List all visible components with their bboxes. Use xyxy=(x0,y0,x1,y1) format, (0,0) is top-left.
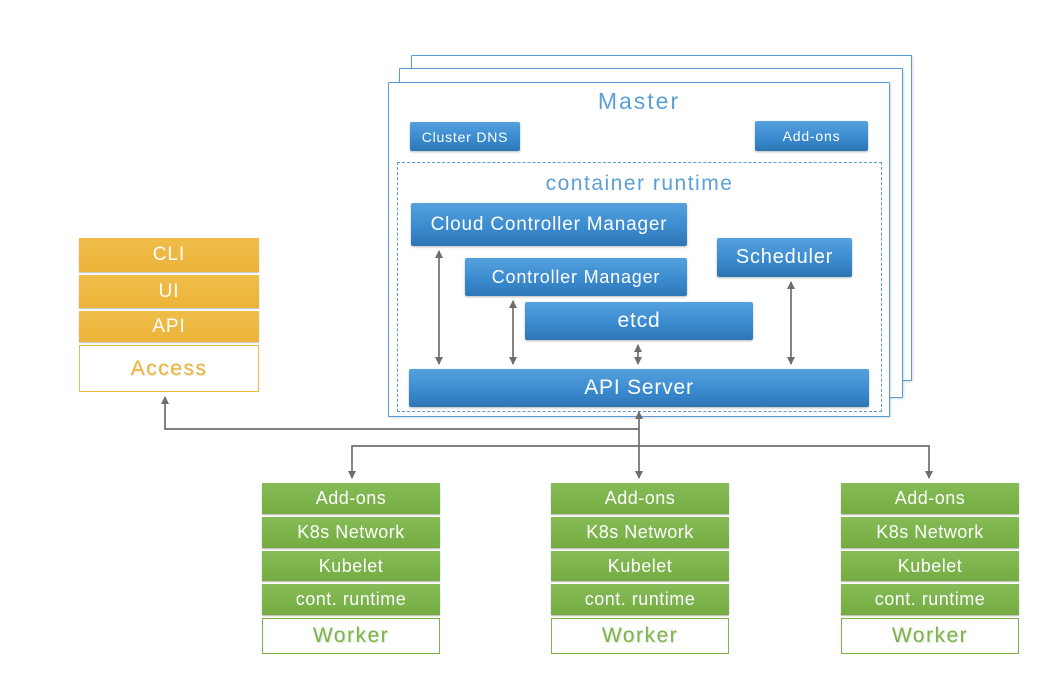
cloud-controller-manager-label: Cloud Controller Manager xyxy=(430,213,668,235)
api-server-label: API Server xyxy=(584,376,694,399)
worker1-kubelet-node: Kubelet xyxy=(262,551,440,581)
cluster-dns-node: Cluster DNS xyxy=(410,122,520,151)
worker2-addons-node: Add-ons xyxy=(551,483,729,514)
scheduler-label: Scheduler xyxy=(735,246,834,268)
controller-manager-label: Controller Manager xyxy=(491,266,661,287)
etcd-label: etcd xyxy=(617,309,661,332)
worker1-k8s-network-label: K8s Network xyxy=(297,522,405,542)
ui-label: UI xyxy=(158,280,180,302)
worker1-addons-node: Add-ons xyxy=(262,483,440,514)
worker2-cont-runtime-label: cont. runtime xyxy=(584,589,696,609)
access-node: Access xyxy=(79,345,259,392)
worker1-addons-label: Add-ons xyxy=(315,488,387,508)
api-node: API xyxy=(79,311,259,342)
controller-manager-node: Controller Manager xyxy=(465,258,687,296)
worker1-cont-runtime-node: cont. runtime xyxy=(262,584,440,615)
worker3-k8s-network-label: K8s Network xyxy=(876,522,984,542)
worker3-node: Worker xyxy=(841,618,1019,654)
scheduler-node: Scheduler xyxy=(717,238,852,277)
worker2-node: Worker xyxy=(551,618,729,654)
worker3-kubelet-node: Kubelet xyxy=(841,551,1019,581)
worker2-kubelet-node: Kubelet xyxy=(551,551,729,581)
cli-label: CLI xyxy=(152,244,186,265)
worker3-addons-node: Add-ons xyxy=(841,483,1019,514)
worker3-kubelet-label: Kubelet xyxy=(897,555,963,576)
cloud-controller-manager-node: Cloud Controller Manager xyxy=(411,203,687,246)
worker1-k8s-network-node: K8s Network xyxy=(262,517,440,548)
master-addons-label: Add-ons xyxy=(782,128,841,144)
api-label: API xyxy=(152,315,186,337)
access-label: Access xyxy=(130,356,208,380)
worker1-kubelet-label: Kubelet xyxy=(318,555,384,576)
worker2-kubelet-label: Kubelet xyxy=(607,555,673,576)
worker1-node: Worker xyxy=(262,618,440,654)
arrow-api-server-worker3 xyxy=(639,445,933,479)
worker3-addons-label: Add-ons xyxy=(894,488,966,508)
ui-node: UI xyxy=(79,275,259,308)
master-addons-node: Add-ons xyxy=(755,121,868,151)
api-server-node: API Server xyxy=(409,369,869,407)
master-title: Master xyxy=(597,88,681,114)
worker3-label: Worker xyxy=(891,624,969,647)
cli-node: CLI xyxy=(79,238,259,272)
worker1-label: Worker xyxy=(312,624,390,647)
worker2-k8s-network-node: K8s Network xyxy=(551,517,729,548)
worker2-addons-label: Add-ons xyxy=(604,488,676,508)
worker3-cont-runtime-label: cont. runtime xyxy=(874,589,986,609)
worker3-cont-runtime-node: cont. runtime xyxy=(841,584,1019,615)
etcd-node: etcd xyxy=(525,302,753,340)
worker1-cont-runtime-label: cont. runtime xyxy=(295,589,407,609)
worker3-k8s-network-node: K8s Network xyxy=(841,517,1019,548)
arrow-api-server-worker1 xyxy=(348,445,639,479)
worker2-k8s-network-label: K8s Network xyxy=(586,522,694,542)
cluster-dns-label: Cluster DNS xyxy=(421,128,509,145)
container-runtime-title: container runtime xyxy=(545,172,734,195)
worker2-cont-runtime-node: cont. runtime xyxy=(551,584,729,615)
worker2-label: Worker xyxy=(601,624,679,647)
